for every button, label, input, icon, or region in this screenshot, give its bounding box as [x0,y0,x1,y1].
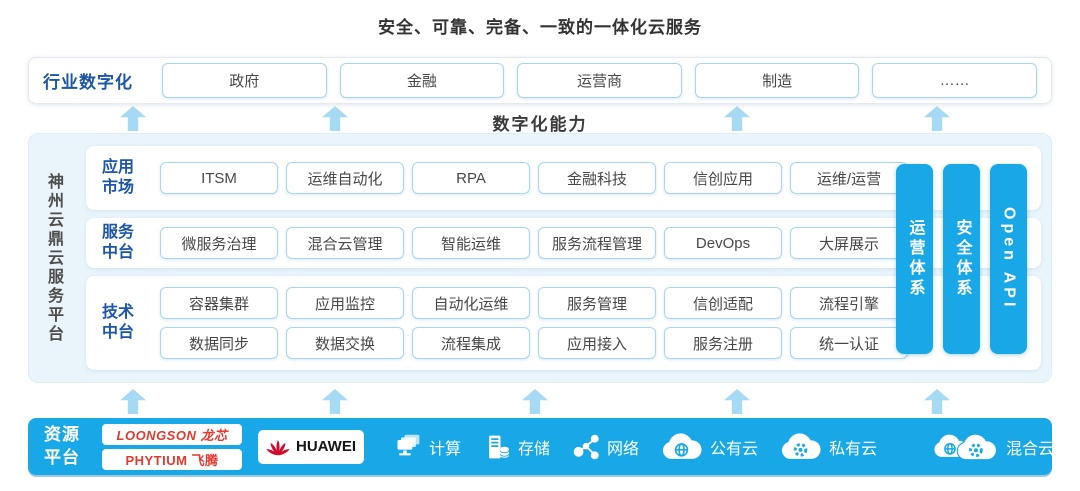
huawei-logo: HUAWEI [258,429,364,464]
up-arrow-icon [522,389,548,414]
platform-side-label: 神州云鼎云服务平台 [45,172,62,344]
tech-middle-box: 流程引擎 [790,287,908,319]
compute-icon [397,434,420,455]
resource-item-compute: 计算 [394,433,461,461]
pillar-open-api: Open API [990,164,1027,354]
resource-platform-bar: 资源平台 LOONGSON 龙芯 PHYTIUM 飞腾 HUAWEI [28,418,1054,475]
tech-middle-box: 自动化运维 [412,287,530,319]
industry-chip-carrier: 运营商 [517,63,682,98]
service-middle-box: 大屏展示 [790,227,908,259]
industry-chip-government: 政府 [162,63,327,98]
up-arrow-icon [724,389,750,414]
tech-middle-box: 数据交换 [286,327,404,359]
service-middle-label: 服务中台 [102,224,135,261]
industry-chip-more: …… [872,63,1037,98]
industry-chip-manufacturing: 制造 [694,63,860,98]
loongson-logo: LOONGSON 龙芯 [102,423,242,445]
digital-capability-label: 数字化能力 [492,115,588,134]
service-middle-box: 微服务治理 [160,227,278,259]
service-middle-box: 智能运维 [412,227,530,259]
service-middle-row: 服务中台 微服务治理 混合云管理 智能运维 服务流程管理 DevOps 大屏展示 [86,218,1041,268]
tech-middle-box: 服务管理 [538,287,656,319]
tech-middle-label: 技术中台 [102,304,135,341]
public-cloud-icon [663,433,702,459]
app-market-box: 信创应用 [664,162,782,194]
storage-icon [489,435,510,458]
tech-middle-box: 应用接入 [538,327,656,359]
huawei-flower-icon [266,439,290,455]
tech-middle-box: 信创适配 [664,287,782,319]
phytium-logo: PHYTIUM 飞腾 [102,448,242,470]
private-cloud-icon [782,433,821,459]
industry-row-label: 行业数字化 [43,73,133,92]
resource-item-label: 私有云 [829,440,878,458]
resource-item-label: 计算 [429,440,462,458]
service-middle-box: DevOps [664,227,782,259]
resource-platform-label: 资源平台 [44,425,80,467]
tech-middle-row: 技术中台 容器集群 应用监控 自动化运维 服务管理 信创适配 流程引擎 数据同步… [86,276,1041,370]
app-market-box: 运维/运营 [790,162,908,194]
service-middle-box: 服务流程管理 [538,227,656,259]
network-icon [573,434,599,459]
resource-item-label: 网络 [607,440,640,458]
resource-item-storage: 存储 [483,433,550,461]
tech-middle-box: 服务注册 [664,327,782,359]
app-market-box: RPA [412,162,530,194]
resource-item-label: 存储 [518,440,551,458]
pillar-operation-system: 运营体系 [896,164,933,354]
huawei-wordmark: HUAWEI [296,438,356,455]
up-arrow-icon [924,389,950,414]
resource-item-public-cloud: 公有云 [661,432,758,461]
resource-item-hybrid-cloud: 混合云 [933,432,1054,461]
resource-item-label: 混合云 [1006,440,1055,458]
hybrid-cloud-icon [934,433,998,461]
up-arrow-icon [120,389,146,414]
platform-panel: 神州云鼎云服务平台 应用市场 ITSM 运维自动化 RPA 金融科技 信创应用 … [28,133,1052,383]
tech-middle-box: 流程集成 [412,327,530,359]
resource-item-private-cloud: 私有云 [780,432,877,461]
tech-middle-box: 容器集群 [160,287,278,319]
app-market-box: ITSM [160,162,278,194]
tech-middle-box: 统一认证 [790,327,908,359]
resource-item-label: 公有云 [710,440,759,458]
resource-item-network: 网络 [572,433,639,461]
cpu-vendor-stack: LOONGSON 龙芯 PHYTIUM 飞腾 [102,423,242,470]
app-market-box: 金融科技 [538,162,656,194]
tech-middle-box: 数据同步 [160,327,278,359]
app-market-row: 应用市场 ITSM 运维自动化 RPA 金融科技 信创应用 运维/运营 [86,146,1041,210]
app-market-box: 运维自动化 [286,162,404,194]
service-middle-box: 混合云管理 [286,227,404,259]
app-market-label: 应用市场 [102,159,135,196]
page-title: 安全、可靠、完备、一致的一体化云服务 [378,18,702,37]
pillar-security-system: 安全体系 [943,164,980,354]
tech-middle-box: 应用监控 [286,287,404,319]
up-arrow-icon [322,389,348,414]
industry-row: 行业数字化 政府 金融 运营商 制造 …… [28,57,1052,104]
industry-chip-finance: 金融 [339,63,505,98]
